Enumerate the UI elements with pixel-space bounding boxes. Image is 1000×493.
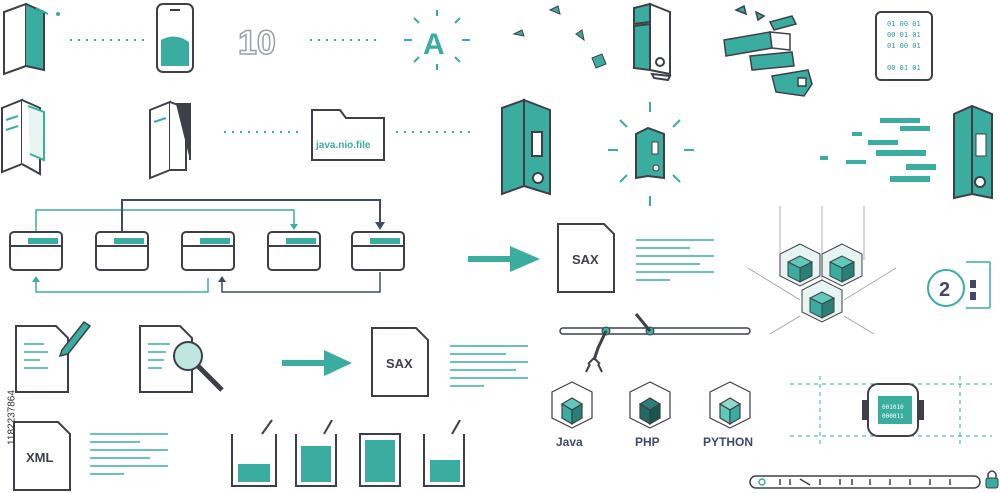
language-label: PYTHON [703,435,753,449]
binary-line: 01 00 01 [887,20,921,28]
xml-label: XML [26,450,54,465]
chip-binary-line: 001010 [882,404,904,411]
arrow-right-icon [282,350,352,376]
python-cube-icon [709,381,751,429]
binary-line: 00 01 01 [887,31,921,39]
phone-icon [156,3,194,73]
folder-icon [267,231,321,271]
binder-exploded-icon [633,2,672,82]
binder-small-burst-icon [608,102,694,206]
language-cubes: Java PHP PYTHON [551,381,753,449]
book-pages-icon [1,98,45,176]
binder-large-icon [501,98,551,196]
xml-document: XML [13,421,71,491]
binary-card: 01 00 01 00 01 01 01 00 01 00 01 01 [875,11,933,81]
document-pen-icon [15,320,92,393]
badge-number: 2 [939,279,950,301]
folder-flow-diagram [9,199,405,293]
text-lines [90,433,168,475]
folder-icon [181,231,235,271]
sax-document-top: SAX [557,223,615,293]
folder-icon [95,231,149,271]
badge-two: 2 [927,261,991,309]
binary-line: 01 00 01 [887,42,921,50]
scatter-fragments [512,5,607,69]
chip-icon: 001010 000011 [790,376,992,444]
document-search-icon [139,325,224,393]
text-lines [636,239,714,281]
letter-a: A [423,28,445,61]
binder-speed-icon [820,104,993,200]
stock-id: 1182237864 [6,390,18,445]
folder-icon [351,231,405,271]
book-icon [3,2,60,76]
java-nio-folder: java.nio.file [311,109,385,161]
robot-arm-icon [559,313,751,373]
secure-link-bar [749,470,999,489]
number-ten: 10 [238,24,276,62]
folder-icon [9,231,63,271]
sax-label: SAX [572,252,599,267]
stock-id-label: 1182237864 [2,370,18,470]
language-label: Java [556,435,583,449]
language-label: PHP [635,435,660,449]
binary-line: 00 01 01 [887,64,921,72]
sax-label: SAX [386,356,413,371]
java-cube-icon [551,381,593,429]
php-cube-icon [629,381,671,429]
letter-a-burst: A [404,10,470,70]
sax-document-bottom: SAX [371,327,429,397]
folder-label: java.nio.file [315,140,371,151]
book-dark-cover-icon [149,100,191,180]
text-lines [450,345,528,387]
fill-level-cards [231,419,465,487]
arrow-right-icon [468,246,540,272]
boxes-exploded-icon [723,4,813,97]
cube-network-icon [747,206,897,335]
chip-binary-line: 000011 [882,413,904,420]
